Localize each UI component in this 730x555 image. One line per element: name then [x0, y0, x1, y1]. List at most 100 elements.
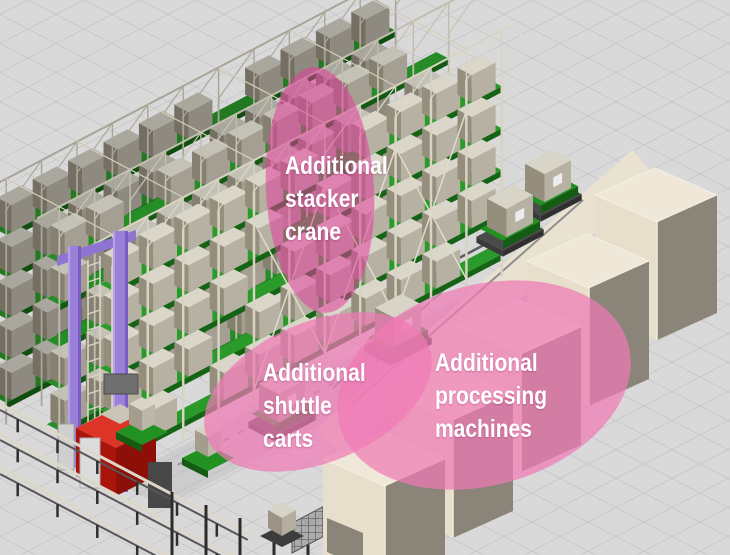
- truss-diagonal: [448, 0, 474, 34]
- bin-front: [223, 192, 248, 232]
- bin-left: [422, 170, 437, 205]
- cart-load-top: [487, 184, 533, 210]
- bin-left: [280, 286, 295, 321]
- bin-left: [174, 342, 189, 377]
- bin-left: [50, 225, 65, 260]
- pallet-edge: [182, 458, 208, 478]
- bin-left: [50, 267, 65, 302]
- bin-front: [436, 207, 461, 247]
- cart-pallet-edge: [502, 221, 541, 249]
- bin-front: [400, 141, 425, 182]
- annotation-stacker-crane: Additional stacker crane: [285, 150, 388, 249]
- bin-front: [11, 276, 36, 316]
- crane-mast-shadow: [125, 231, 128, 492]
- bin-left: [138, 318, 154, 354]
- annotation-line: Additional: [285, 152, 388, 180]
- tower-rung: [87, 341, 101, 347]
- tower-rung: [87, 389, 101, 395]
- shuttle-cart: [476, 184, 544, 257]
- annotation-line: Additional: [435, 349, 538, 377]
- truss-chord: [36, 0, 456, 220]
- box-left: [129, 404, 142, 431]
- crane-mast-highlight: [68, 246, 70, 468]
- bin-front: [188, 337, 213, 377]
- floor-conveyor: [0, 402, 310, 555]
- roof-truss: [36, 0, 474, 239]
- cart-load-top: [375, 293, 421, 319]
- bin-front: [365, 118, 390, 158]
- tower-rung: [87, 309, 101, 315]
- bin-front: [11, 192, 36, 232]
- box-left: [195, 430, 208, 457]
- truss-diagonal: [288, 11, 326, 62]
- tower-rung: [87, 373, 101, 379]
- truss-diagonal: [501, 11, 538, 62]
- box-left: [268, 510, 282, 536]
- bin-left: [386, 188, 401, 224]
- highlight-ellipse-stacker-crane: [265, 67, 375, 313]
- conveyor-beam: [0, 439, 222, 555]
- truss-diagonal: [412, 2, 450, 53]
- truss-diagonal: [342, 39, 379, 90]
- outfeed-station: [260, 502, 304, 547]
- bin-left: [138, 276, 154, 312]
- tower-rung: [87, 357, 101, 363]
- bin-front: [153, 313, 177, 354]
- truss-diagonal: [5, 159, 43, 211]
- truss-diagonal: [200, 113, 237, 164]
- bin-front: [400, 183, 425, 224]
- bin-left: [457, 67, 472, 103]
- bin-front: [11, 360, 36, 400]
- truss-diagonal: [182, 67, 220, 118]
- truss-diagonal: [359, 0, 379, 25]
- truss-diagonal: [41, 141, 78, 192]
- truss-diagonal: [359, 85, 397, 136]
- truss-diagonal: [94, 169, 131, 220]
- crane-mast-shadow: [78, 246, 81, 468]
- bin-front: [436, 123, 461, 163]
- bin-front: [436, 81, 461, 121]
- bin-front: [188, 211, 213, 251]
- bin-front: [223, 276, 248, 316]
- bin-left: [32, 347, 47, 382]
- bin-left: [85, 290, 100, 326]
- bin-left: [32, 263, 47, 298]
- tower-rung: [87, 277, 101, 283]
- bin-front: [153, 355, 177, 396]
- bin-left: [457, 151, 472, 187]
- annotation-processing-machines: Additional processing machines: [435, 347, 547, 446]
- bin-left: [138, 234, 154, 270]
- cart-pallet-edge: [540, 186, 579, 214]
- cart-load-left: [487, 198, 507, 238]
- cart-load-left: [525, 163, 545, 203]
- roof-tie: [371, 0, 467, 50]
- bin-left: [245, 305, 260, 340]
- annotation-line: shuttle: [263, 392, 332, 420]
- cart-base-front: [540, 194, 582, 222]
- conveyor-guard: [0, 432, 235, 555]
- tower-rung: [87, 293, 101, 299]
- truss-diagonal: [465, 29, 503, 81]
- machine-side-right: [657, 195, 717, 340]
- bin-left: [386, 230, 401, 266]
- bin-left: [138, 360, 154, 396]
- truss-diagonal: [111, 104, 149, 155]
- truss-diagonal: [253, 29, 290, 81]
- bin-front: [471, 104, 496, 145]
- box-front: [282, 510, 296, 536]
- annotation-line: Additional: [263, 359, 366, 387]
- truss-diagonal: [76, 122, 113, 174]
- bin-top: [0, 269, 36, 289]
- truss-diagonal: [218, 159, 255, 211]
- bin-front: [11, 318, 36, 358]
- truss-diagonal: [377, 20, 414, 71]
- bin-left: [32, 305, 47, 340]
- bin-front: [153, 271, 177, 312]
- annotation-line: stacker: [285, 185, 359, 213]
- bin-front: [188, 295, 213, 335]
- truss-diagonal: [147, 197, 184, 248]
- bin-top: [0, 311, 36, 331]
- cart-base-front: [502, 229, 544, 257]
- conveyor-guard: [0, 466, 170, 555]
